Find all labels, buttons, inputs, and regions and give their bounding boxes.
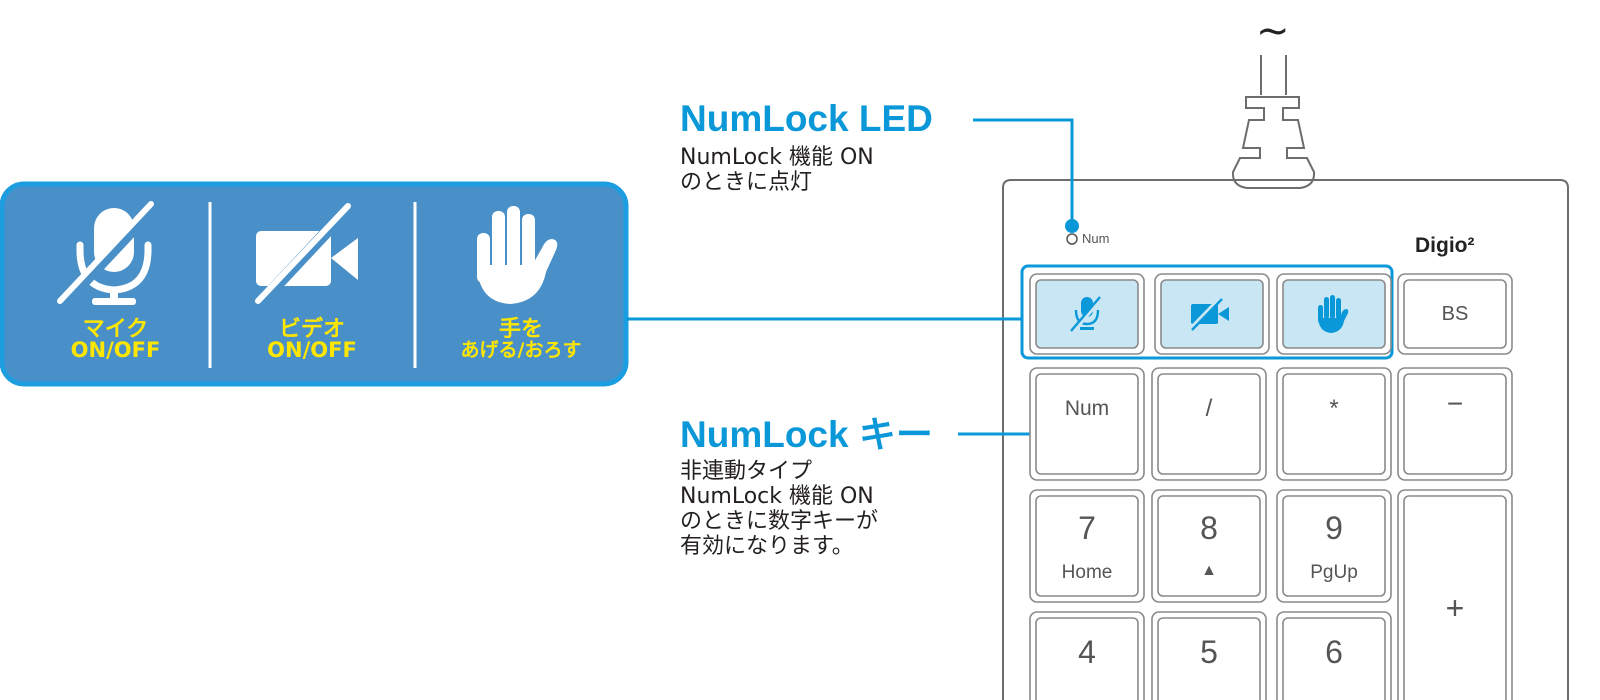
video-off-icon: [255, 201, 358, 306]
key-minus-label: −: [1446, 388, 1464, 419]
numlock-led-desc: NumLock 機能 ON のときに点灯: [680, 145, 874, 195]
key-slash-label: /: [1205, 395, 1213, 422]
hand-label-main: 手を: [498, 317, 543, 342]
key-7: [1035, 495, 1139, 597]
key-5: [1157, 617, 1261, 700]
key-mic-off-icon: [1070, 296, 1103, 333]
function-keys-highlight: [1020, 264, 1394, 360]
key-8: [1157, 495, 1261, 597]
brand-logo: Digio²: [1415, 234, 1475, 257]
key-6-label: 6: [1325, 634, 1343, 670]
key-8-sub: ▲: [1201, 562, 1217, 579]
mic-off-icon: [57, 201, 160, 306]
key-7-sub: Home: [1061, 562, 1113, 583]
key-hand-icon: [1318, 295, 1349, 333]
video-label: ビデオ ON/OFF: [222, 319, 402, 361]
key-plus-label: +: [1445, 590, 1465, 626]
key-num: [1035, 373, 1139, 475]
numlock-key-title: NumLock キー: [680, 414, 933, 455]
raise-hand-icon: [477, 206, 558, 304]
led-label: Num: [1082, 231, 1110, 246]
key-4: [1035, 617, 1139, 700]
key-num-label: Num: [1064, 397, 1110, 420]
key-9: [1282, 495, 1386, 597]
key-5-label: 5: [1200, 634, 1218, 670]
led-leader-line: [973, 118, 1074, 225]
mic-label: マイク ON/OFF: [28, 319, 203, 361]
numlock-led-callout: NumLock LED NumLock 機能 ON のときに点灯: [680, 98, 933, 196]
key-bs-label: BS: [1441, 303, 1469, 325]
key-bs: [1403, 279, 1507, 349]
hand-label: 手を あげる/おろす: [426, 319, 616, 361]
key-8-label: 8: [1200, 510, 1218, 546]
numlock-led-title: NumLock LED: [680, 98, 933, 139]
numlock-key-desc: 非連動タイプ NumLock 機能 ON のときに数字キーが 有効になります。: [680, 459, 879, 559]
key-plus: [1403, 495, 1507, 700]
numlock-led: [1066, 233, 1078, 245]
key-9-label: 9: [1325, 510, 1343, 546]
key-video-off-icon: [1188, 296, 1229, 332]
key-minus: [1403, 373, 1507, 475]
video-label-sub: ON/OFF: [267, 338, 357, 362]
mic-label-main: マイク: [82, 317, 149, 342]
video-label-main: ビデオ: [278, 317, 345, 342]
cable-break-mark: ~: [1256, 8, 1290, 54]
led-leader-dot: [1065, 219, 1079, 233]
key-asterisk-label: *: [1329, 395, 1339, 422]
key-slash: [1157, 373, 1261, 475]
hand-label-sub: あげる/おろす: [460, 339, 582, 361]
key-7-label: 7: [1078, 510, 1096, 546]
mic-label-sub: ON/OFF: [70, 338, 161, 362]
key-4-label: 4: [1078, 634, 1096, 670]
keys: [1029, 273, 1513, 700]
keypad-body: [1002, 179, 1569, 700]
numlock-key-callout: NumLock キー 非連動タイプ NumLock 機能 ON のときに数字キー…: [680, 414, 933, 560]
cable: [1231, 55, 1316, 189]
key-9-sub: PgUp: [1310, 562, 1358, 583]
key-asterisk: [1282, 373, 1386, 475]
key-6: [1282, 617, 1386, 700]
